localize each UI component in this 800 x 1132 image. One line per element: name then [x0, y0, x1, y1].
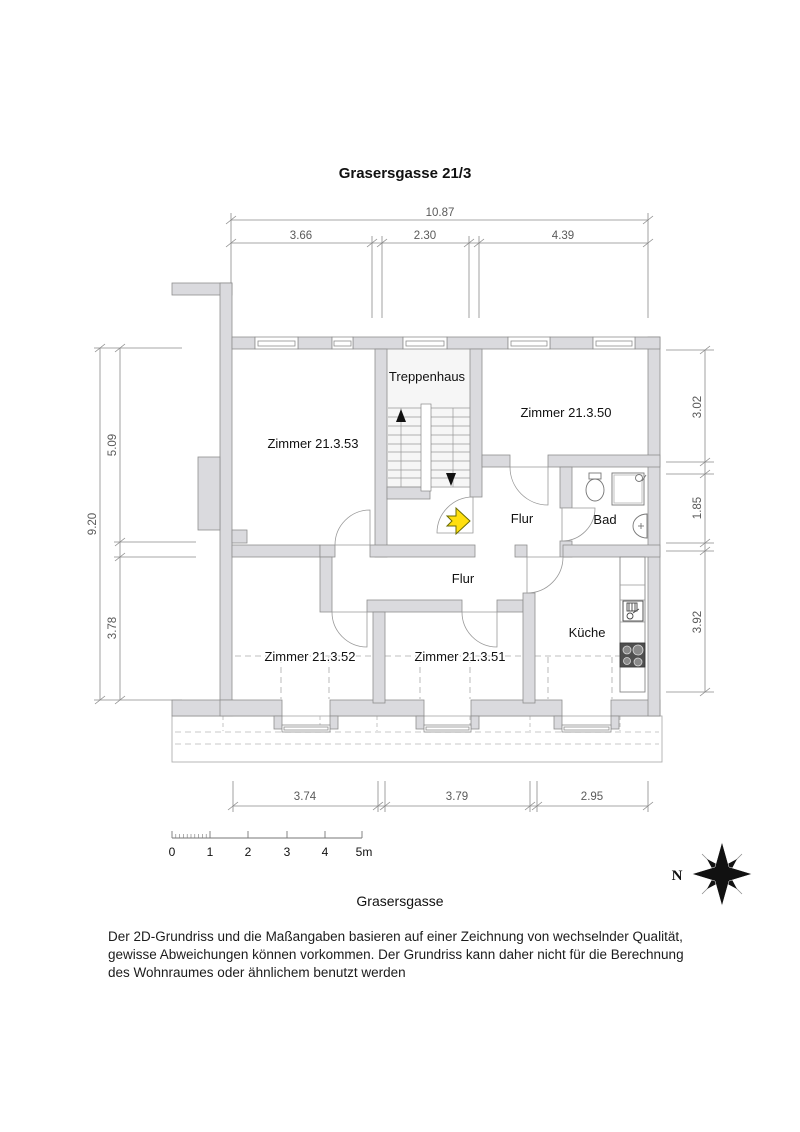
page-title: Grasersgasse 21/3	[339, 165, 472, 182]
scale-5m: 5m	[356, 845, 373, 859]
room-label-kueche: Küche	[569, 625, 606, 640]
windows-bottom	[281, 724, 612, 733]
room-label-flur-lower: Flur	[452, 571, 475, 586]
dimension-labels: 10.87 3.66 2.30 4.39 9.20 5.09 3.78 3.02…	[87, 207, 704, 803]
door-arc-kueche	[526, 556, 564, 594]
walls	[171, 282, 661, 730]
scale-3: 3	[284, 845, 291, 859]
compass-north-label: N	[672, 868, 683, 884]
disclaimer-line-2: gewisse Abweichungen können vorkommen. D…	[108, 947, 684, 962]
dim-left-1: 5.09	[107, 434, 119, 456]
entrance-arrow-icon	[445, 506, 471, 536]
dim-top-3: 4.39	[552, 230, 574, 242]
window-icon	[331, 336, 354, 350]
scale-4: 4	[322, 845, 329, 859]
dim-bottom-3: 2.95	[581, 791, 603, 803]
windows-top	[254, 336, 636, 350]
window-icon	[423, 724, 472, 733]
dim-bottom-2: 3.79	[446, 791, 468, 803]
stairs	[388, 403, 470, 492]
disclaimer-text: Der 2D-Grundriss und die Maßangaben basi…	[108, 929, 684, 980]
door-arc-bad	[561, 507, 596, 542]
toilet-icon	[585, 472, 605, 502]
window-icon	[592, 336, 636, 350]
scale-bar-labels: 0 1 2 3 4 5m	[169, 845, 373, 859]
dim-top-2: 2.30	[414, 230, 436, 242]
window-icon	[281, 724, 331, 733]
bath-fixtures	[585, 472, 648, 539]
room-label-zimmer-52: Zimmer 21.3.52	[264, 649, 355, 664]
sink-icon	[632, 513, 648, 539]
door-arc-zimmer-53	[334, 509, 371, 546]
kitchen-fixtures	[619, 556, 646, 693]
room-label-zimmer-50: Zimmer 21.3.50	[520, 405, 611, 420]
dimension-lines	[94, 213, 714, 812]
shower-icon	[611, 472, 647, 506]
room-label-zimmer-53: Zimmer 21.3.53	[267, 436, 358, 451]
dim-right-1: 3.02	[692, 396, 704, 418]
window-icon	[402, 336, 448, 350]
stove-icon	[619, 642, 646, 668]
disclaimer-line-1: Der 2D-Grundriss und die Maßangaben basi…	[108, 929, 683, 944]
room-label-zimmer-51: Zimmer 21.3.51	[414, 649, 505, 664]
door-arc-zimmer-51	[461, 611, 498, 648]
stairs-down-arrow-icon	[446, 473, 456, 486]
scale-2: 2	[245, 845, 252, 859]
room-label-treppenhaus: Treppenhaus	[389, 369, 466, 384]
dim-top-1: 3.66	[290, 230, 312, 242]
scale-bar	[171, 831, 363, 839]
niche-dashed-lines	[235, 655, 645, 699]
street-label: Grasersgasse	[356, 893, 443, 909]
window-icon	[254, 336, 299, 350]
room-label-flur-upper: Flur	[511, 511, 534, 526]
dim-right-2: 1.85	[692, 497, 704, 519]
compass-rose-icon: N	[672, 841, 753, 907]
disclaimer-line-3: des Wohnraumes oder ähnlichem benutzt we…	[108, 965, 406, 980]
room-labels: Zimmer 21.3.53 Treppenhaus Zimmer 21.3.5…	[263, 369, 617, 666]
scale-1: 1	[207, 845, 214, 859]
door-swings	[331, 466, 596, 648]
room-label-bad: Bad	[593, 512, 616, 527]
window-icon	[507, 336, 551, 350]
window-icon	[561, 724, 612, 733]
dim-left-2: 3.78	[107, 617, 119, 639]
kitchen-counter	[619, 556, 646, 693]
dim-right-3: 3.92	[692, 611, 704, 633]
scale-0: 0	[169, 845, 176, 859]
dim-bottom-1: 3.74	[294, 791, 317, 803]
door-arc-zimmer-52	[331, 611, 368, 648]
stairs-up-arrow-icon	[396, 409, 406, 422]
dim-top-total: 10.87	[426, 207, 455, 219]
kitchen-sink-icon	[622, 600, 644, 622]
door-arc-zimmer-50	[509, 466, 549, 506]
dim-left-total: 9.20	[87, 513, 99, 535]
